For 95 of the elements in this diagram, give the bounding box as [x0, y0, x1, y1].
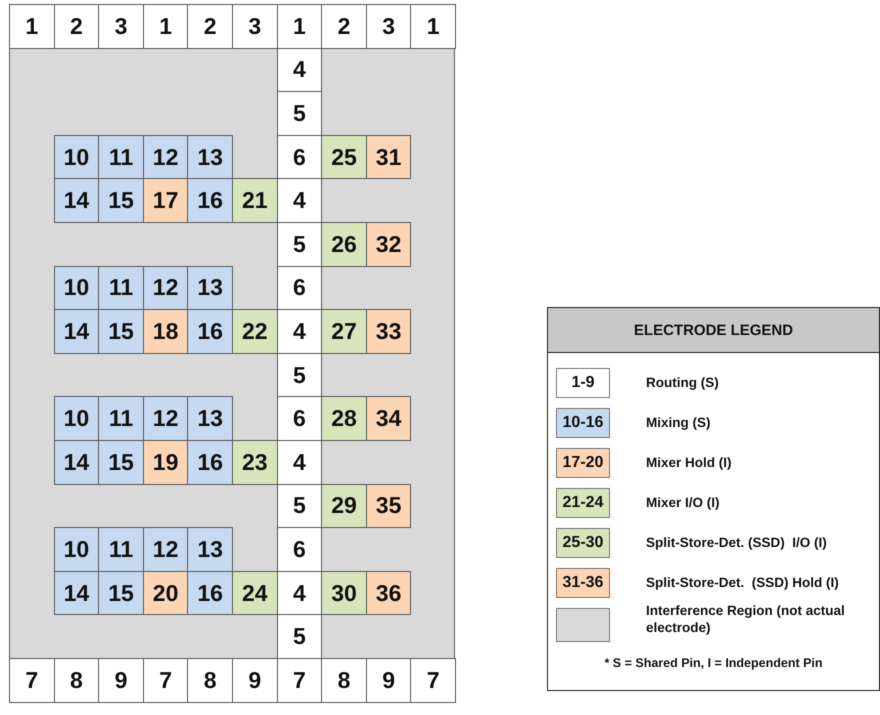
footnote: * S = Shared Pin, I = Independent Pin — [603, 656, 824, 670]
electrode-pad: 16 — [187, 570, 233, 616]
electrode-pad: 14 — [54, 178, 100, 223]
electrode-pad: 15 — [98, 309, 144, 354]
electrode-pad: 3 — [232, 4, 278, 49]
electrode-pad: 27 — [321, 309, 367, 354]
electrode-pad: 5 — [276, 484, 322, 528]
legend-title: ELECTRODE LEGEND — [548, 308, 879, 353]
legend-text: Split-Store-Det. (SSD) Hold (I) — [646, 574, 840, 591]
electrode-pad: 18 — [142, 309, 188, 354]
electrode-pad: 12 — [142, 134, 188, 180]
electrode-pad: 2 — [54, 4, 100, 49]
legend-swatch: 31-36 — [556, 568, 610, 598]
electrode-pad: 11 — [98, 134, 144, 180]
electrode-pad: 28 — [321, 396, 367, 441]
electrode-pad: 3 — [366, 4, 412, 49]
electrode-pad: 16 — [187, 440, 233, 485]
electrode-pad: 1 — [410, 4, 456, 49]
electrode-pad: 36 — [366, 570, 412, 616]
electrode-pad: 8 — [187, 658, 233, 703]
electrode-pad: 21 — [232, 178, 278, 223]
legend-text: Mixing (S) — [646, 414, 712, 431]
electrode-pad: 23 — [232, 440, 278, 485]
electrode-pad: 14 — [54, 440, 100, 485]
electrode-pad: 9 — [232, 658, 278, 703]
electrode-pad: 12 — [142, 266, 188, 310]
legend-text: Mixer I/O (I) — [646, 494, 721, 511]
electrode-pad: 4 — [276, 48, 322, 92]
electrode-pad: 20 — [142, 570, 188, 616]
electrode-pad: 11 — [98, 266, 144, 310]
electrode-pad: 1 — [9, 4, 55, 49]
electrode-pad: 6 — [276, 396, 322, 441]
electrode-pad: 4 — [276, 309, 322, 354]
electrode-pad: 8 — [54, 658, 100, 703]
electrode-pad: 14 — [54, 309, 100, 354]
electrode-pad: 16 — [187, 178, 233, 223]
electrode-pad: 4 — [276, 570, 322, 616]
electrode-pad: 15 — [98, 178, 144, 223]
electrode-pad: 10 — [54, 266, 100, 310]
electrode-pad: 4 — [276, 178, 322, 223]
electrode-pad: 35 — [366, 484, 412, 528]
electrode-pad: 7 — [410, 658, 456, 703]
electrode-pad: 7 — [142, 658, 188, 703]
electrode-pad: 6 — [276, 527, 322, 572]
electrode-pad: 8 — [321, 658, 367, 703]
electrode-pad: 31 — [366, 134, 412, 180]
electrode-pad: 6 — [276, 134, 322, 180]
electrode-pad: 2 — [321, 4, 367, 49]
legend-text: Interference Region (not actual electrode) — [646, 602, 846, 636]
electrode-pad: 15 — [98, 440, 144, 485]
electrode-pad: 14 — [54, 570, 100, 616]
electrode-pad: 9 — [98, 658, 144, 703]
electrode-pad: 34 — [366, 396, 412, 441]
electrode-pad: 6 — [276, 266, 322, 310]
electrode-pad: 3 — [98, 4, 144, 49]
legend-swatch: 10-16 — [556, 408, 610, 438]
legend-text: Split-Store-Det. (SSD) I/O (I) — [646, 534, 828, 551]
electrode-pad: 11 — [98, 396, 144, 441]
legend-swatch: 1-9 — [556, 368, 610, 398]
electrode-pad: 7 — [9, 658, 55, 703]
electrode-pad: 10 — [54, 134, 100, 180]
electrode-pad: 33 — [366, 309, 412, 354]
electrode-pad: 12 — [142, 527, 188, 572]
electrode-pad: 29 — [321, 484, 367, 528]
electrode-pad: 13 — [187, 266, 233, 310]
electrode-pad: 15 — [98, 570, 144, 616]
electrode-pad: 32 — [366, 222, 412, 267]
legend-text: Routing (S) — [646, 374, 720, 391]
electrode-pad: 5 — [276, 352, 322, 398]
electrode-pad: 10 — [54, 396, 100, 441]
electrode-pad: 19 — [142, 440, 188, 485]
electrode-pad: 1 — [142, 4, 188, 49]
electrode-pad: 11 — [98, 527, 144, 572]
legend-swatch: 21-24 — [556, 488, 610, 518]
electrode-pad: 24 — [232, 570, 278, 616]
electrode-pad: 4 — [276, 440, 322, 485]
electrode-pad: 16 — [187, 309, 233, 354]
electrode-pad: 10 — [54, 527, 100, 572]
electrode-pad: 13 — [187, 134, 233, 180]
electrode-pad: 2 — [187, 4, 233, 49]
electrode-pad: 5 — [276, 91, 322, 136]
legend-text: Mixer Hold (I) — [646, 454, 733, 471]
electrode-pad: 5 — [276, 614, 322, 659]
electrode-pad: 13 — [187, 396, 233, 441]
legend-swatch: 17-20 — [556, 448, 610, 478]
electrode-pad: 13 — [187, 527, 233, 572]
electrode-pad: 22 — [232, 309, 278, 354]
electrode-pad: 12 — [142, 396, 188, 441]
legend-swatch: 25-30 — [556, 528, 610, 558]
electrode-pad: 17 — [142, 178, 188, 223]
electrode-pad: 5 — [276, 222, 322, 267]
electrode-pad: 25 — [321, 134, 367, 180]
electrode-pad: 26 — [321, 222, 367, 267]
electrode-pad: 30 — [321, 570, 367, 616]
electrode-pad: 9 — [366, 658, 412, 703]
